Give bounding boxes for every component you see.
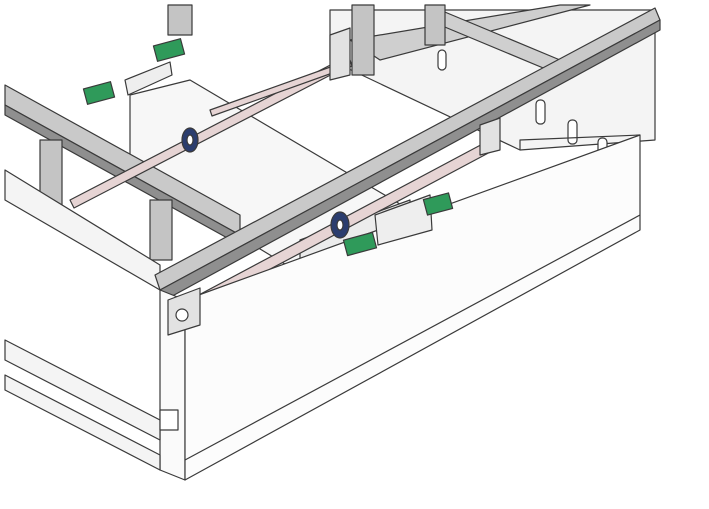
- clamp-assembly-top: [82, 38, 186, 105]
- back-frame: [167, 4, 656, 151]
- bearings: [181, 127, 350, 239]
- main-beam: [154, 7, 661, 301]
- left-rail: [4, 84, 241, 291]
- end-bracket: [167, 27, 501, 336]
- clamp-assembly-front: [342, 192, 454, 257]
- front-tray: [4, 134, 641, 481]
